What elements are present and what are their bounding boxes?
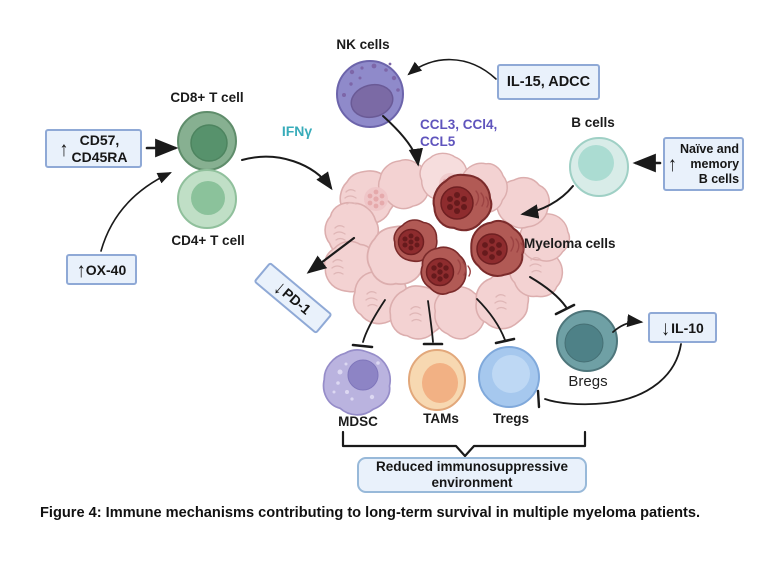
il10-label: IL-10 — [671, 319, 704, 336]
cd57-cd45ra-box: ↑ CD57, CD45RA — [45, 129, 142, 168]
inhibit-bar-il10-tregs — [536, 389, 541, 409]
cd57-line1: CD57, — [79, 132, 120, 149]
up-arrow-icon: ↑ — [667, 152, 677, 176]
nk-cells-label: NK cells — [336, 37, 390, 52]
up-arrow-icon: ↑ — [59, 137, 69, 160]
reduced-line1: Reduced immunosuppressive — [375, 459, 569, 475]
arrow-ifng-tcell-to-myeloma — [241, 155, 333, 191]
reduced-line2: environment — [431, 475, 513, 490]
tams-cell-graphic — [408, 349, 466, 411]
bregs-label: Bregs — [568, 373, 608, 390]
inhibit-myeloma-to-bregs — [529, 276, 567, 308]
b-cell-graphic — [569, 137, 629, 197]
il10-box: ↓ IL-10 — [648, 312, 717, 343]
cd8-t-cell-label: CD8+ T cell — [170, 90, 244, 105]
tregs-cell-graphic — [478, 346, 540, 408]
cd4-t-cell-graphic — [177, 169, 237, 229]
tregs-label: Tregs — [492, 411, 530, 426]
inhibit-myeloma-to-tregs — [476, 298, 506, 341]
ifng-annotation: IFNγ — [281, 123, 313, 139]
bracket-mdsc-tams-tregs — [341, 430, 587, 458]
tams-label: TAMs — [423, 411, 459, 426]
down-arrow-icon: ↓ — [661, 316, 671, 339]
cd4-t-cell-label: CD4+ T cell — [171, 233, 245, 248]
up-arrow-icon: ↑ — [76, 258, 86, 281]
mdsc-cell-graphic — [311, 336, 404, 428]
ccl-line2: CCL5 — [420, 133, 456, 149]
nk-cell-graphic — [336, 60, 404, 128]
cd8-t-cell-graphic — [177, 111, 237, 171]
reduced-environment-box: Reduced immunosuppressive environment — [357, 457, 587, 493]
il15-adcc-label: IL-15, ADCC — [506, 74, 591, 90]
mdsc-label: MDSC — [338, 414, 378, 429]
inhibit-bar-tregs — [494, 337, 516, 345]
cd57-line2: CD45RA — [71, 148, 128, 165]
ox40-box: ↑ OX-40 — [66, 254, 137, 285]
naive-line2: memory — [690, 156, 740, 171]
dark-cell-nuclei — [397, 186, 524, 287]
il15-adcc-box: IL-15, ADCC — [497, 64, 600, 100]
naive-memory-bcells-box: ↑ Naïve and memory B cells — [663, 137, 744, 191]
naive-line3: B cells — [698, 171, 740, 186]
ccl-annotation: CCL3, CCl4, CCL5 — [420, 117, 497, 151]
inhibit-il10-to-tregs — [544, 343, 682, 406]
arrow-bregs-to-il10 — [612, 314, 644, 333]
ox40-label: OX-40 — [85, 261, 127, 278]
figure-caption: Figure 4: Immune mechanisms contributing… — [40, 505, 701, 521]
arrow-bcell-to-myeloma — [520, 185, 574, 219]
arrow-ox40-to-cd8 — [100, 172, 172, 252]
inhibit-bar-mdsc — [351, 343, 374, 349]
ccl-line1: CCL3, CCl4, — [420, 117, 498, 132]
inhibit-myeloma-to-mdsc — [362, 299, 386, 343]
myeloma-cluster-graphic — [314, 148, 574, 348]
inhibit-bar-bregs — [554, 303, 576, 316]
arrow-il15-to-nk — [407, 58, 497, 80]
myeloma-cells-label: Myeloma cells — [524, 236, 616, 251]
arrow-myeloma-to-pd1 — [306, 236, 356, 274]
bregs-cell-graphic — [556, 310, 618, 372]
inhibit-myeloma-to-tams — [427, 300, 434, 343]
naive-line1: Naïve and — [679, 141, 740, 156]
arrow-nk-to-myeloma — [382, 115, 423, 167]
b-cells-label: B cells — [571, 115, 615, 130]
